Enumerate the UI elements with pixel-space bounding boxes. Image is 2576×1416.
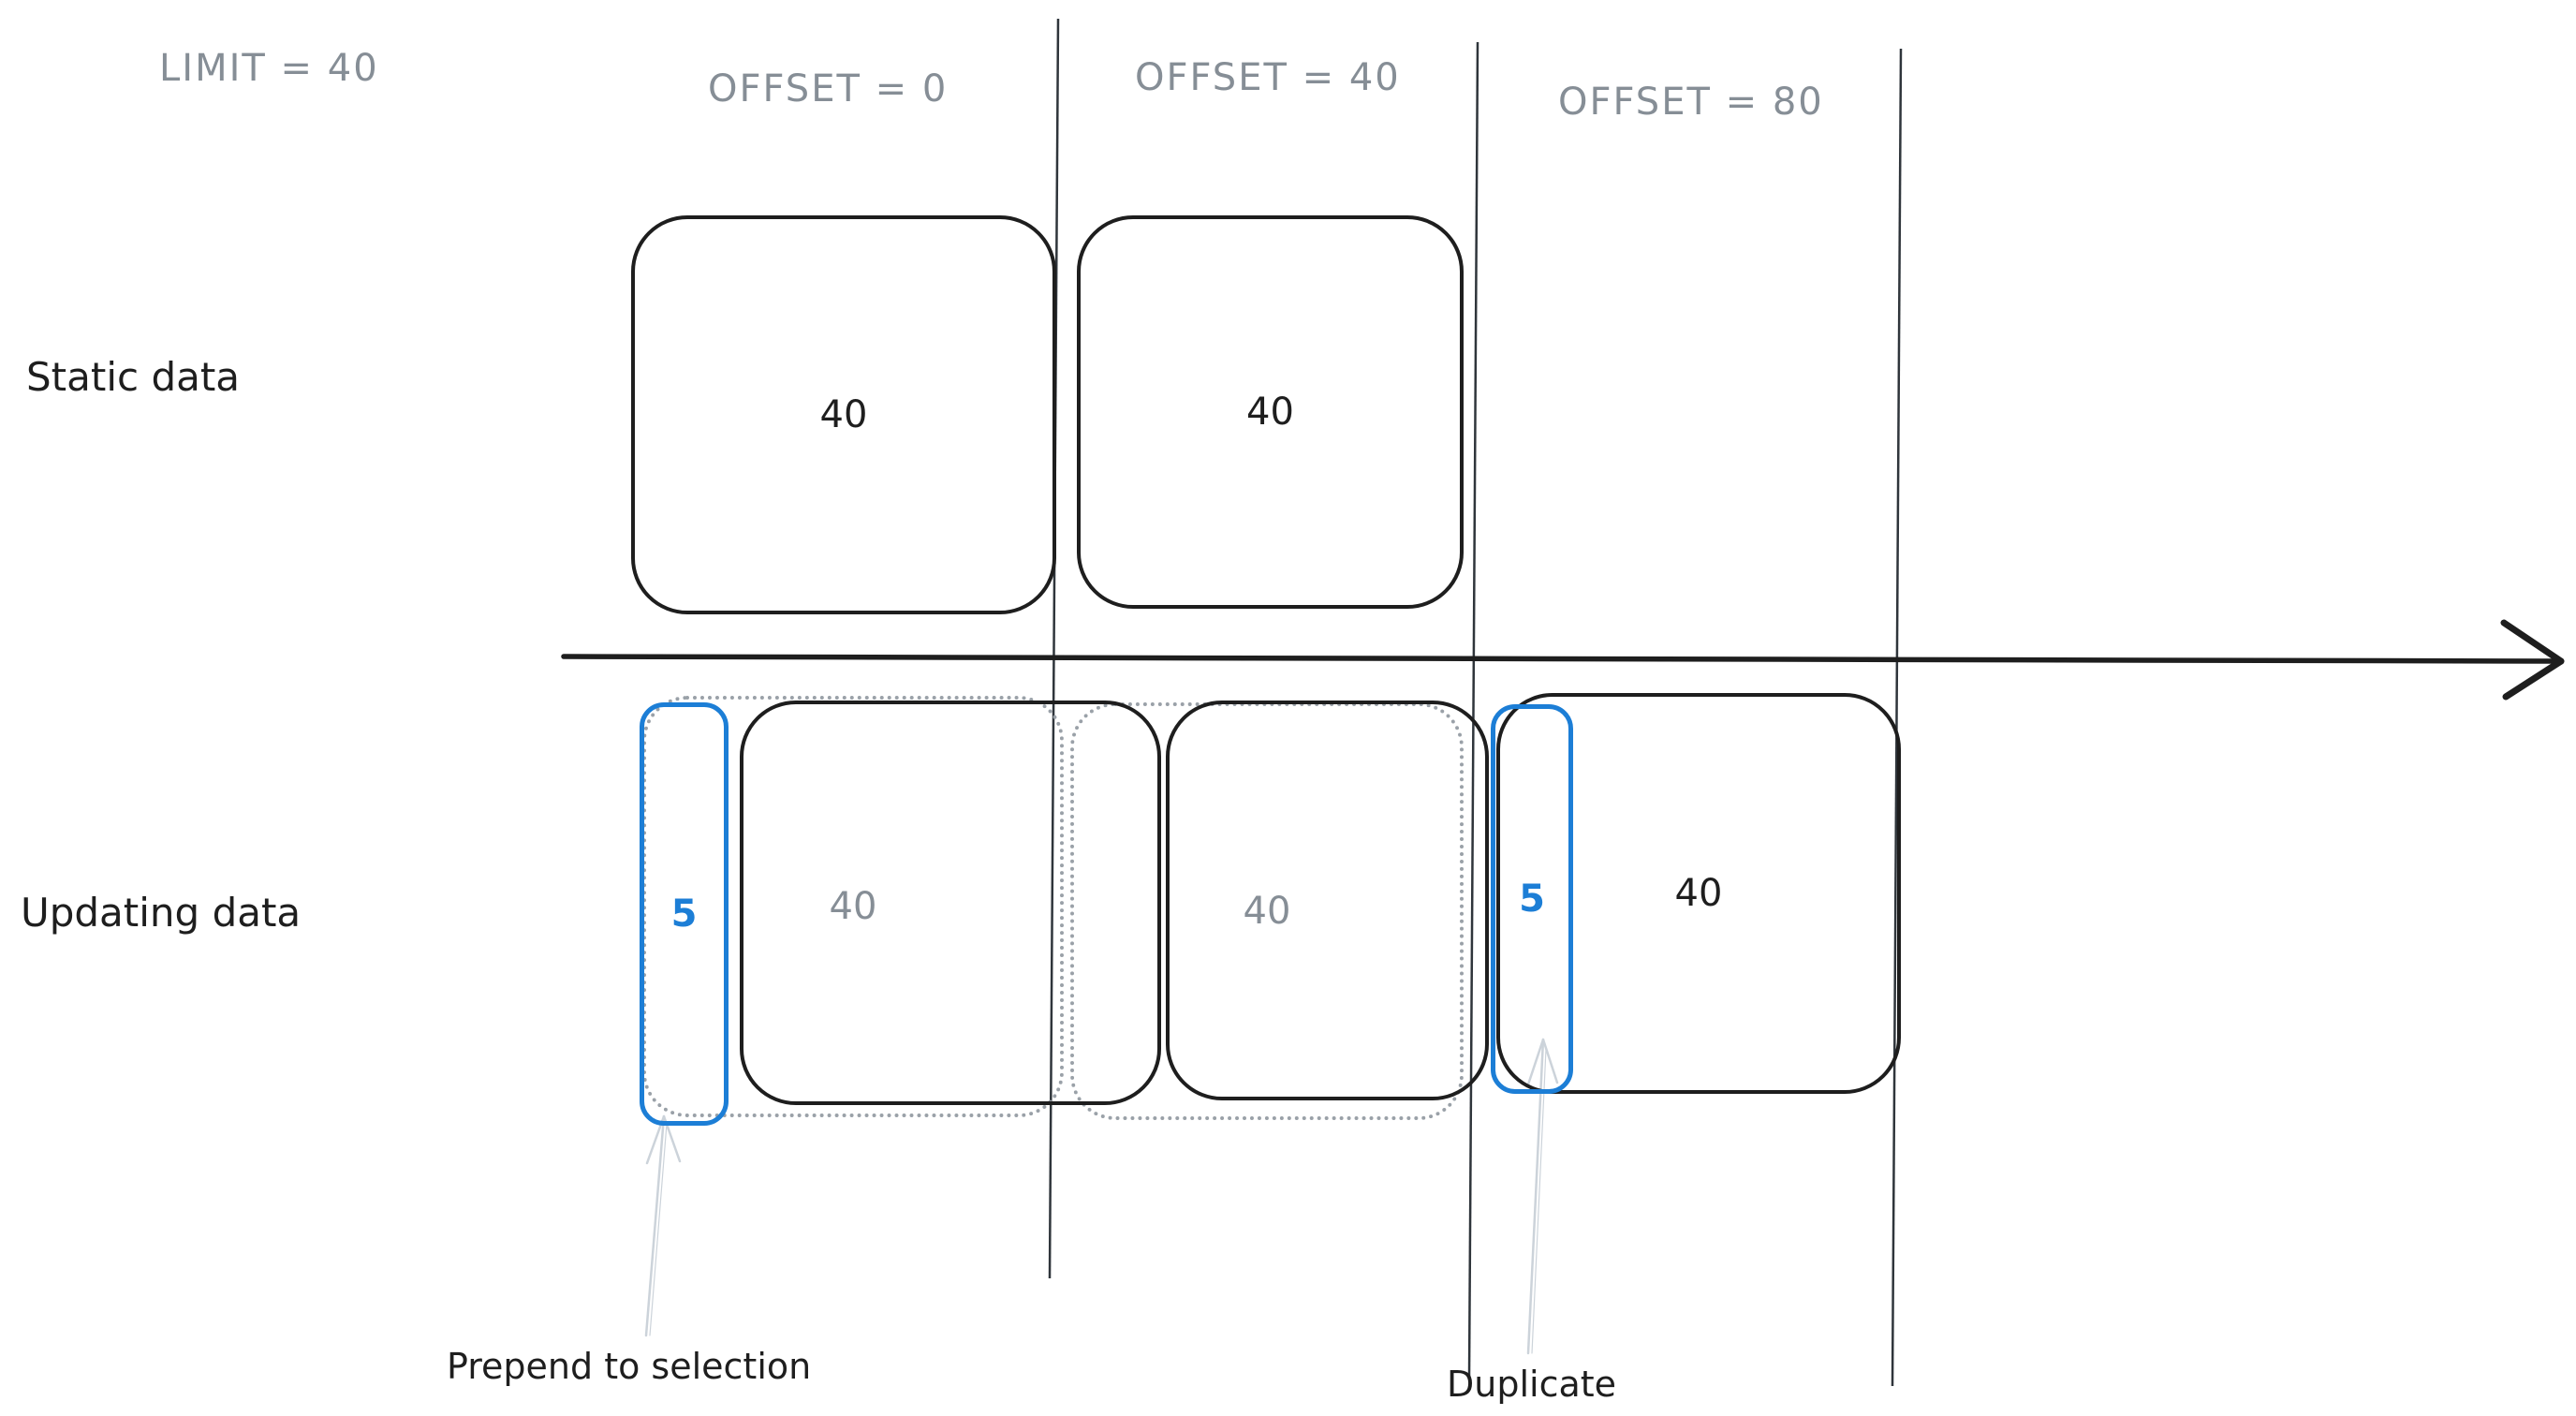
highlight-box-duplicate: 5 [1491,704,1573,1094]
page-value: 40 [829,885,877,928]
axis-arrow [561,619,2565,701]
highlight-value: 5 [670,892,698,936]
offset-divider-line-2 [1467,41,1479,1379]
highlight-box-prepend: 5 [640,702,729,1126]
offset-divider-line-3 [1891,48,1903,1387]
page-value: 40 [819,393,868,436]
updating-page-box-1 [740,701,1161,1105]
static-row-label: Static data [26,354,241,400]
static-page-box-1: 40 [631,215,1056,614]
offset-header-1: OFFSET = 40 [1135,56,1401,99]
offset-header-0: OFFSET = 0 [708,67,949,111]
duplicate-annotation-label: Duplicate [1447,1364,1617,1405]
ghost-page-box-1: 40 [642,696,1064,1117]
updating-row-label: Updating data [21,890,302,936]
ghost-page-box-2: 40 [1070,702,1464,1120]
static-page-box-2: 40 [1077,215,1464,609]
page-value: 40 [1246,391,1294,434]
prepend-annotation-arrow [644,1114,682,1337]
page-value: 40 [1674,872,1723,915]
updating-page-box-2 [1166,701,1489,1100]
offset-header-2: OFFSET = 80 [1558,81,1824,124]
updating-page-box-3: 40 [1496,693,1901,1094]
page-value: 40 [1243,890,1291,933]
limit-header: LIMIT = 40 [159,47,379,90]
offset-divider-line-1 [1048,18,1060,1279]
highlight-value: 5 [1519,878,1545,921]
prepend-annotation-label: Prepend to selection [447,1346,812,1387]
